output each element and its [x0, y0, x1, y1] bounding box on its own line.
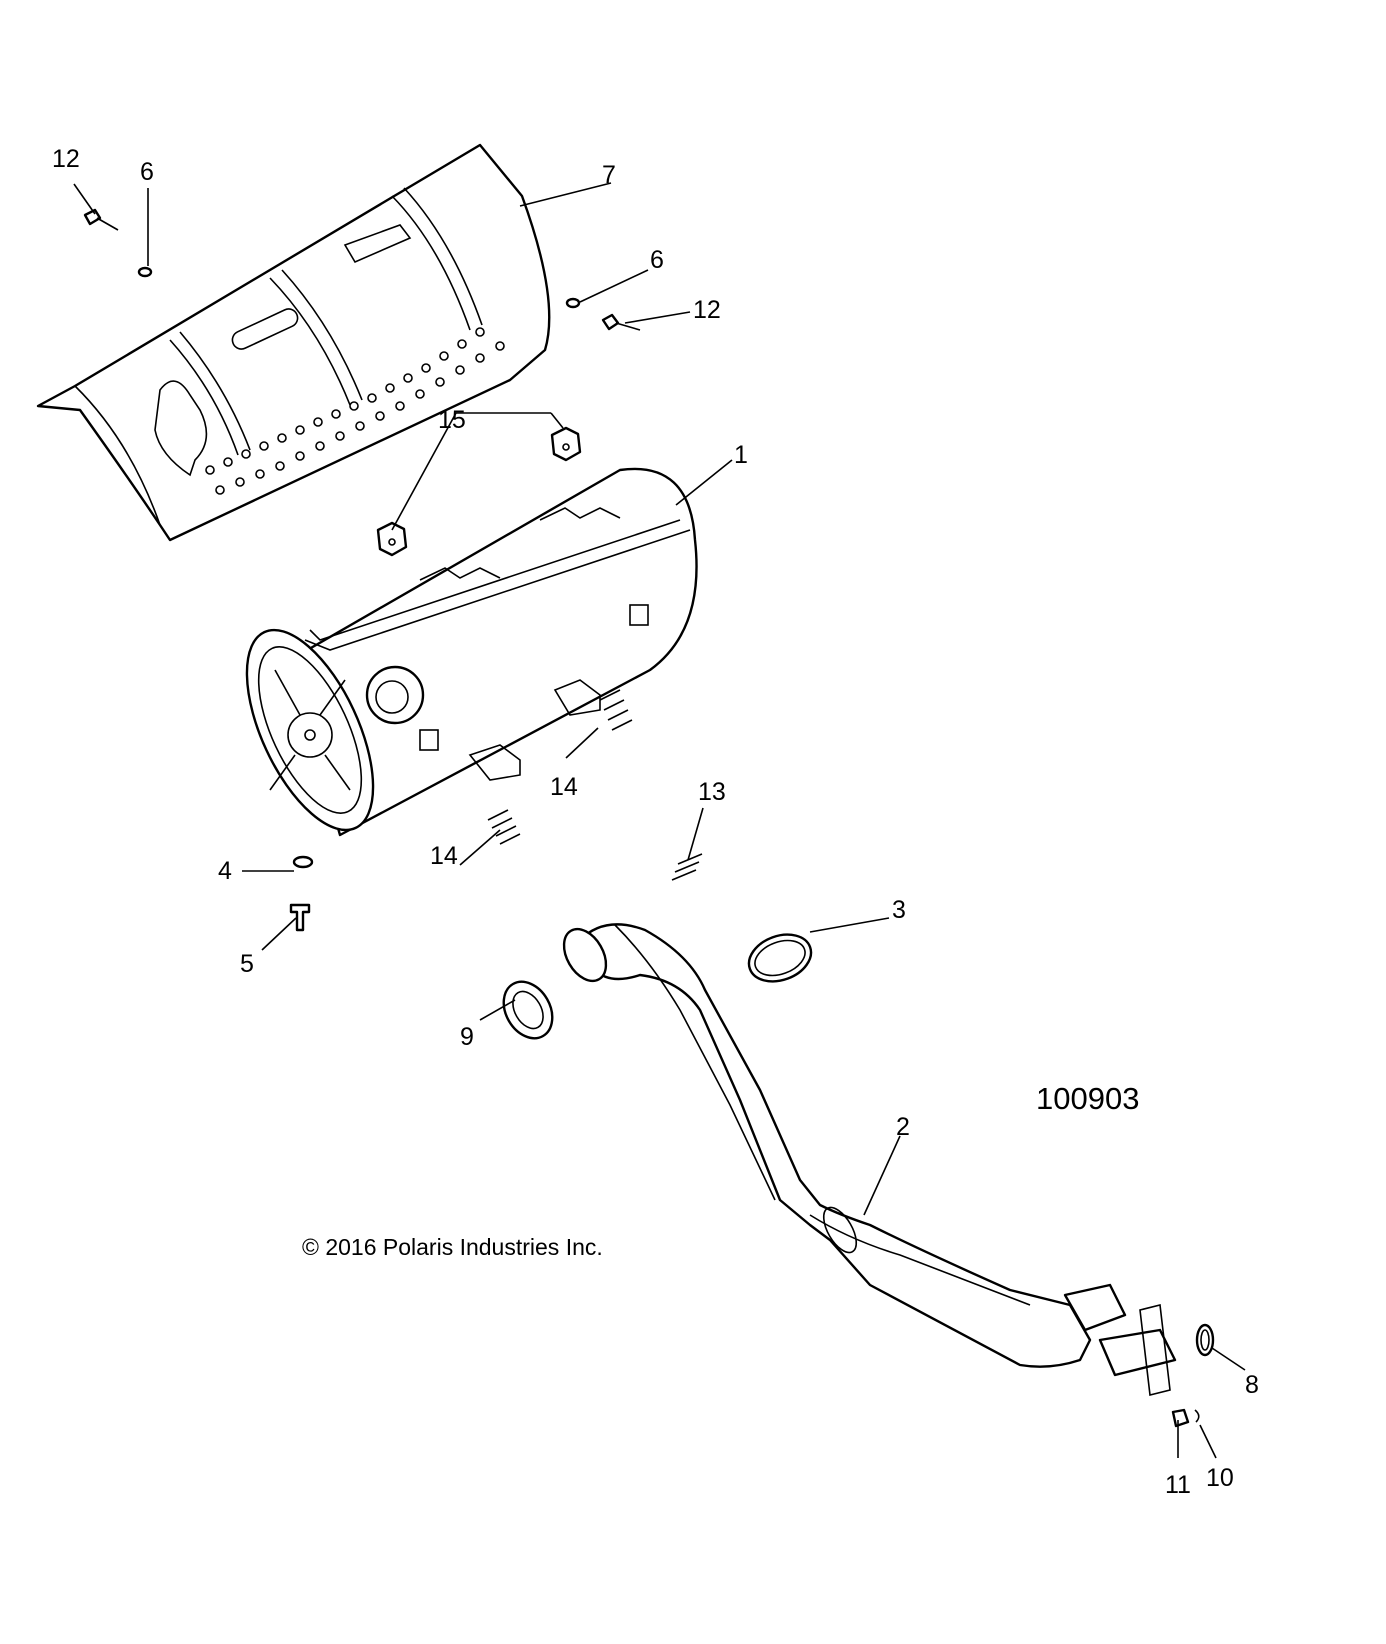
callout-12a: 12	[52, 145, 80, 173]
vent-holes	[205, 327, 505, 495]
leader-lines	[73, 182, 1246, 1459]
figure-id: 100903	[1036, 1081, 1139, 1116]
callout-5: 5	[240, 950, 254, 978]
callout-10: 10	[1206, 1464, 1234, 1492]
callout-11: 11	[1165, 1471, 1191, 1499]
part-heat-shield	[36, 143, 551, 542]
part-bolts-washers	[83, 208, 641, 932]
callout-12b: 12	[693, 296, 721, 324]
callout-14b: 14	[430, 842, 458, 870]
callout-7: 7	[602, 161, 616, 189]
callout-6a: 6	[140, 158, 154, 186]
part-clamp-gasket	[502, 933, 813, 1040]
callout-3: 3	[892, 896, 906, 924]
callout-1: 1	[734, 441, 748, 469]
part-muffler	[245, 467, 698, 837]
part-head-pipe	[562, 923, 1177, 1396]
copyright-notice: © 2016 Polaris Industries Inc.	[302, 1234, 603, 1260]
callout-2: 2	[896, 1113, 910, 1141]
callout-9: 9	[460, 1023, 474, 1051]
part-small-hardware	[1171, 1323, 1215, 1428]
callout-6b: 6	[650, 246, 664, 274]
callout-4: 4	[218, 857, 232, 885]
callout-8: 8	[1245, 1371, 1259, 1399]
callout-15: 15	[438, 406, 466, 434]
part-clip-nuts	[376, 426, 582, 557]
callout-14a: 14	[550, 773, 578, 801]
part-springs	[487, 689, 703, 881]
callouts: 12 6 7 6 12 15 1 14 13 14 4 3 5 9 2 8 11…	[52, 145, 1259, 1499]
callout-13: 13	[698, 778, 726, 806]
